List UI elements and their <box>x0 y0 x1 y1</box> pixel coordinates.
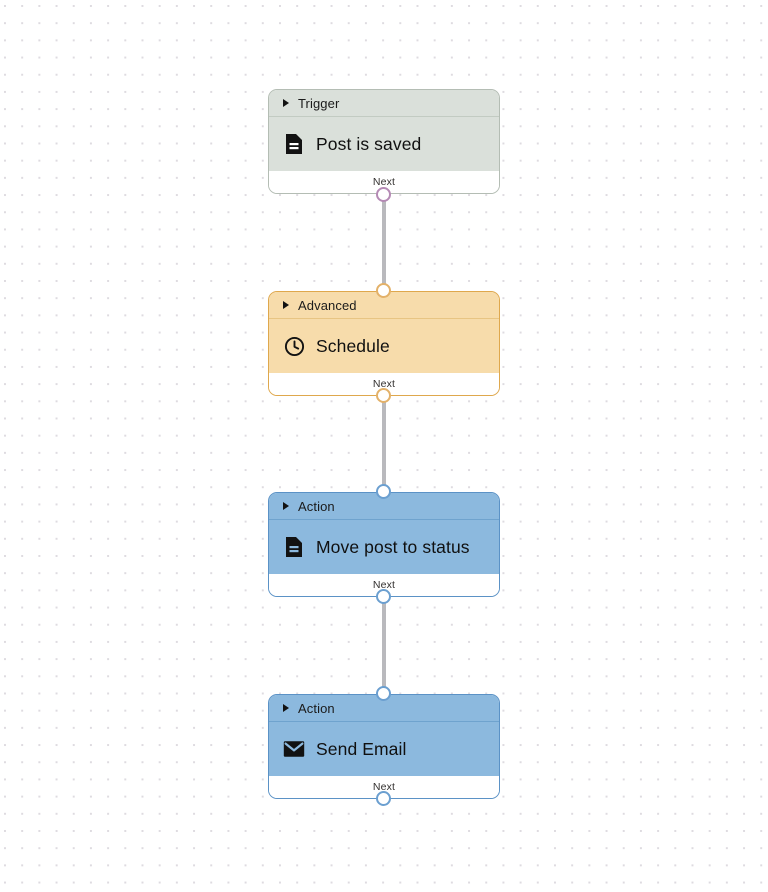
disclosure-triangle-icon[interactable] <box>283 99 289 107</box>
document-icon <box>283 536 305 558</box>
envelope-icon <box>283 738 305 760</box>
node-footer-next[interactable]: Next <box>269 776 499 798</box>
node-title: Schedule <box>316 335 390 356</box>
workflow-node-trigger[interactable]: Trigger Post is saved Next <box>268 89 500 194</box>
node-footer-next[interactable]: Next <box>269 574 499 596</box>
node-body-trigger: Post is saved <box>269 117 499 171</box>
edge-action1-to-action2[interactable] <box>382 592 386 691</box>
disclosure-triangle-icon[interactable] <box>283 704 289 712</box>
document-icon <box>283 133 305 155</box>
node-body-action-move-post: Move post to status <box>269 520 499 574</box>
workflow-node-action-move-post[interactable]: Action Move post to status Next <box>268 492 500 597</box>
node-header-trigger[interactable]: Trigger <box>269 90 499 117</box>
node-category-label: Advanced <box>298 297 357 313</box>
node-category-label: Trigger <box>298 95 340 111</box>
node-footer-label: Next <box>372 176 396 188</box>
node-footer-next[interactable]: Next <box>269 373 499 395</box>
node-category-label: Action <box>298 498 335 514</box>
input-port-action-move-post[interactable] <box>376 484 391 499</box>
workflow-node-action-send-email[interactable]: Action Send Email Next <box>268 694 500 799</box>
edge-advanced-to-action1[interactable] <box>382 391 386 490</box>
edge-trigger-to-advanced[interactable] <box>382 190 386 288</box>
disclosure-triangle-icon[interactable] <box>283 301 289 309</box>
node-footer-next[interactable]: Next <box>269 171 499 193</box>
output-port-trigger[interactable] <box>376 187 391 202</box>
clock-icon <box>283 335 305 357</box>
node-title: Send Email <box>316 738 407 759</box>
node-body-advanced: Schedule <box>269 319 499 373</box>
node-category-label: Action <box>298 700 335 716</box>
output-port-advanced[interactable] <box>376 388 391 403</box>
node-title: Post is saved <box>316 133 422 154</box>
node-title: Move post to status <box>316 536 470 557</box>
input-port-action-send-email[interactable] <box>376 686 391 701</box>
node-footer-label: Next <box>372 378 396 390</box>
node-footer-label: Next <box>372 781 396 793</box>
node-body-action-send-email: Send Email <box>269 722 499 776</box>
disclosure-triangle-icon[interactable] <box>283 502 289 510</box>
output-port-action-move-post[interactable] <box>376 589 391 604</box>
input-port-advanced[interactable] <box>376 283 391 298</box>
workflow-node-advanced[interactable]: Advanced Schedule Next <box>268 291 500 396</box>
node-footer-label: Next <box>372 579 396 591</box>
output-port-action-send-email[interactable] <box>376 791 391 806</box>
